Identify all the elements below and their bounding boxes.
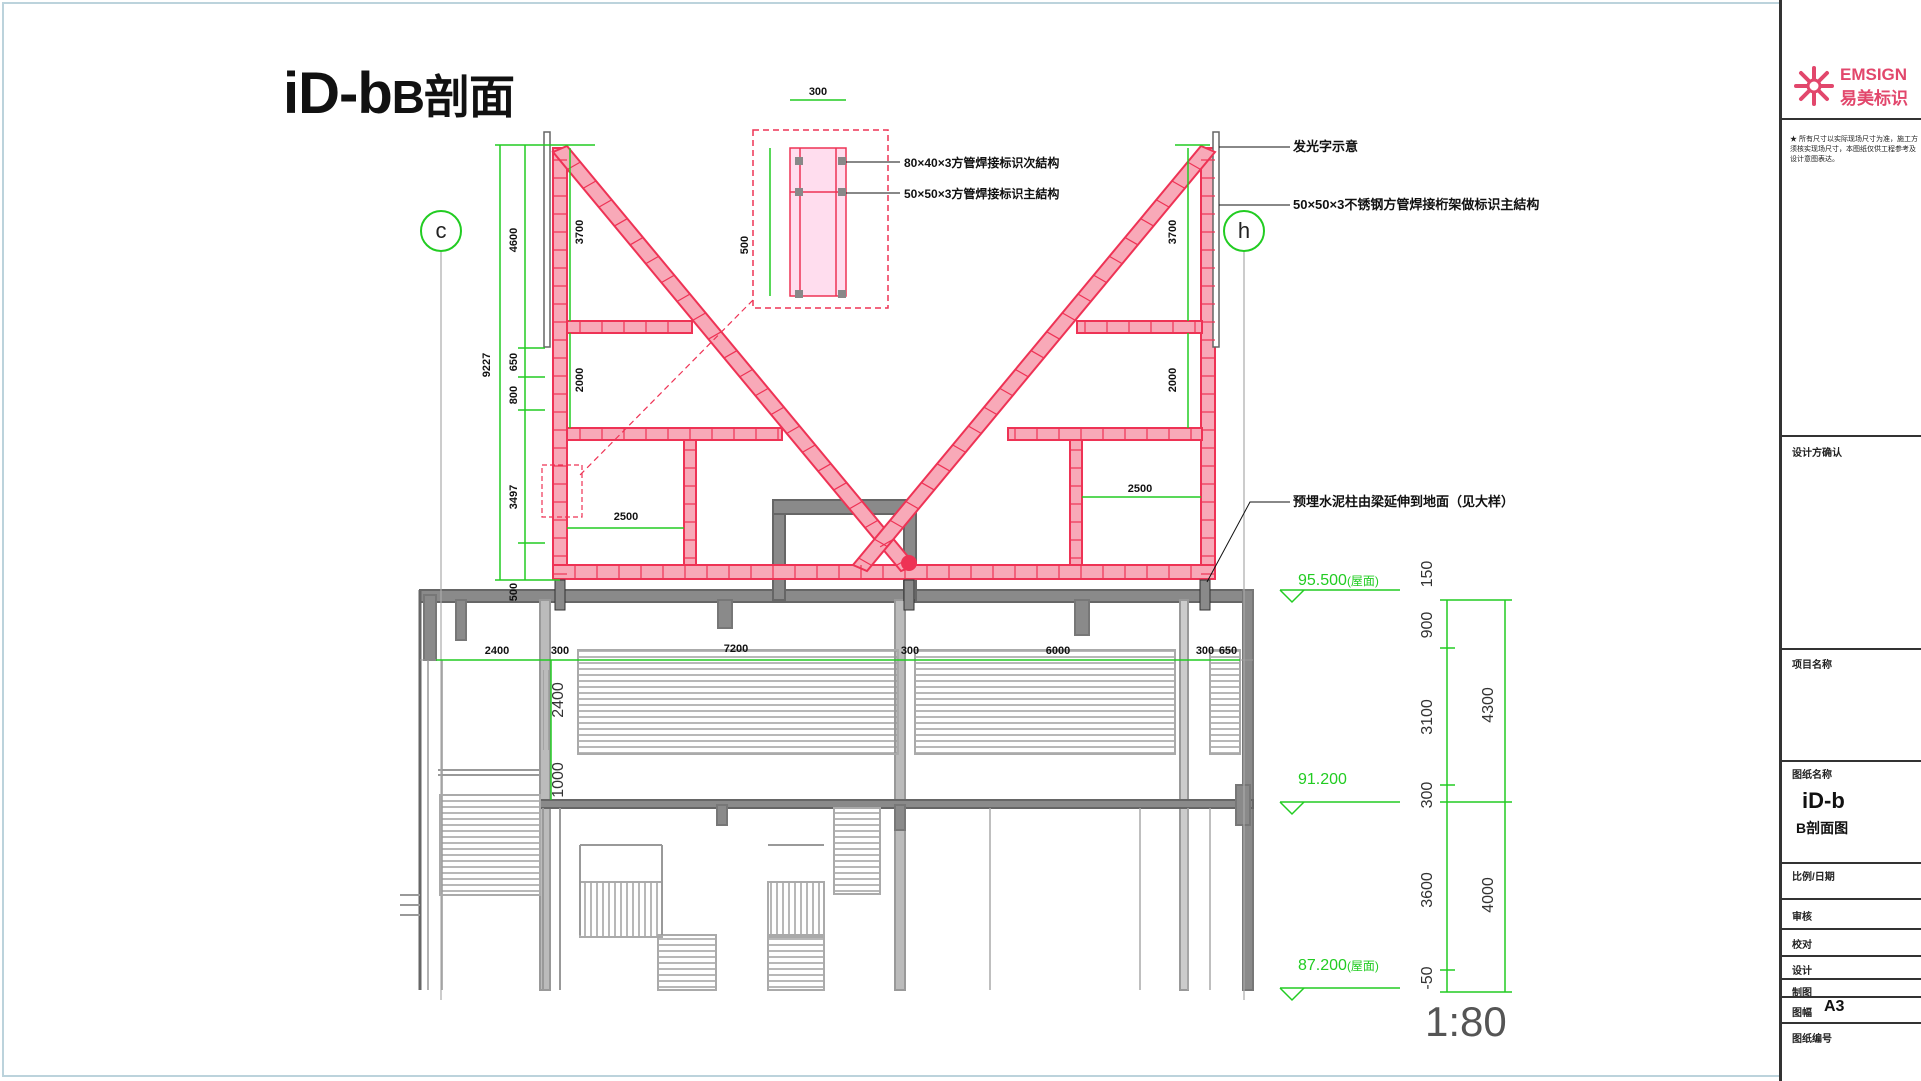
drawing-title: iD-bB剖面 bbox=[283, 60, 515, 127]
detail-width: 300 bbox=[809, 86, 827, 98]
tb-sheet-size-label: 图幅 bbox=[1792, 1008, 1812, 1019]
dim-seg5: 500 bbox=[508, 583, 520, 601]
section-drawing: c h bbox=[400, 86, 1539, 1002]
dim-inner2-right: 2000 bbox=[1167, 368, 1179, 392]
steel-truss bbox=[543, 131, 1220, 580]
vdim-b: 900 bbox=[1419, 612, 1436, 639]
dim-seg4: 3497 bbox=[508, 485, 520, 509]
left-dim-labels: 9227 4600 650 800 3497 500 3700 2000 250… bbox=[481, 220, 1179, 601]
hdim-2: 300 bbox=[551, 645, 569, 657]
dim-span-left: 2500 bbox=[614, 511, 638, 523]
horizontal-dimensions: 2400 300 7200 300 6000 300 650 2400 1000 bbox=[436, 643, 1240, 800]
tb-design: 设计 bbox=[1792, 966, 1812, 977]
left-dimensions bbox=[495, 144, 1210, 581]
title-block-note: ★ 所有尺寸以实际现场尺寸为准，施工方须核实现场尺寸，本图纸仅供工程参考及设计意… bbox=[1790, 136, 1918, 163]
dim-seg2: 650 bbox=[508, 353, 520, 371]
hdim-6: 300 bbox=[1196, 645, 1214, 657]
detail-height: 500 bbox=[739, 236, 751, 254]
tb-drafting: 制图 bbox=[1792, 988, 1812, 999]
vdim-d: 300 bbox=[1419, 782, 1436, 809]
dim-seg1: 4600 bbox=[508, 228, 520, 252]
tb-drawing-name: B剖面图 bbox=[1796, 820, 1849, 836]
drawing-code: iD-b bbox=[283, 61, 393, 126]
tb-drawing-code: iD-b bbox=[1802, 788, 1845, 813]
axis-lines: c h bbox=[420, 210, 1265, 1000]
tb-review: 审核 bbox=[1792, 912, 1812, 923]
callout-glow-text: 发光字示意 bbox=[1292, 139, 1358, 154]
axis-label-c: c bbox=[436, 218, 447, 243]
tb-project-name: 项目名称 bbox=[1792, 660, 1832, 671]
callout-secondary-structure: 80×40×3方管焊接标识次結构 bbox=[904, 155, 1059, 170]
hdim-3: 7200 bbox=[724, 643, 748, 655]
detail-view: 300 500 80×40×3方管焊接标识次結构 50×50×3方管焊接标识主結… bbox=[541, 86, 1059, 518]
axis-label-h: h bbox=[1238, 218, 1250, 243]
scale-label: 1:80 bbox=[1425, 998, 1507, 1045]
tb-drawing-number: 图纸编号 bbox=[1792, 1034, 1832, 1045]
callout-main-structure: 50×50×3方管焊接标识主結构 bbox=[904, 186, 1059, 201]
dim-total: 9227 bbox=[481, 353, 493, 377]
tb-drawing-name-label: 图纸名称 bbox=[1792, 770, 1832, 781]
vdim-g: 4300 bbox=[1480, 687, 1497, 723]
vdim-c: 3100 bbox=[1419, 699, 1436, 735]
hdim-1: 2400 bbox=[485, 645, 509, 657]
dim-inner1-left: 3700 bbox=[574, 220, 586, 244]
tb-client-confirm: 设计方确认 bbox=[1792, 448, 1842, 459]
elev-base: 87.200(屋面) bbox=[1298, 957, 1379, 974]
callout-stainless-frame: 50×50×3不锈钢方管焊接桁架做标识主結构 bbox=[1293, 197, 1539, 212]
elev-mid: 91.200 bbox=[1298, 771, 1347, 788]
dim-inner2-left: 2000 bbox=[574, 368, 586, 392]
floor-dim-2: 1000 bbox=[550, 762, 567, 798]
vdim-e: 3600 bbox=[1419, 872, 1436, 908]
truss-ticks bbox=[553, 159, 1215, 579]
elevation-markers bbox=[1279, 589, 1400, 1002]
hdim-7: 650 bbox=[1219, 645, 1237, 657]
vertical-dim-labels: 150 900 3100 300 3600 -50 4300 4000 bbox=[1419, 561, 1497, 990]
vdim-a: 150 bbox=[1419, 561, 1436, 588]
hdim-4: 300 bbox=[901, 645, 919, 657]
elev-roof: 95.500(屋面) bbox=[1298, 572, 1379, 589]
drawing-subtitle: B剖面 bbox=[391, 71, 515, 123]
logo-text-en: EMSIGN bbox=[1840, 65, 1908, 84]
dim-seg3: 800 bbox=[508, 386, 520, 404]
right-callouts: 发光字示意 50×50×3不锈钢方管焊接桁架做标识主結构 预埋水泥柱由梁延伸到地… bbox=[1206, 139, 1539, 583]
logo-icon bbox=[1794, 66, 1834, 106]
elevation-labels: 95.500(屋面) 91.200 87.200(屋面) bbox=[1298, 572, 1379, 974]
hdim-5: 6000 bbox=[1046, 645, 1070, 657]
tb-sheet-size: A3 bbox=[1824, 998, 1845, 1015]
logo-text-cn: 易美标识 bbox=[1840, 89, 1908, 108]
building-section bbox=[400, 499, 1254, 991]
tb-check: 校对 bbox=[1792, 940, 1812, 951]
dim-inner1-right: 3700 bbox=[1167, 220, 1179, 244]
dim-span-right: 2500 bbox=[1128, 483, 1152, 495]
vdim-h: 4000 bbox=[1480, 877, 1497, 913]
floor-dim-1: 2400 bbox=[550, 682, 567, 718]
vertical-dimensions bbox=[1440, 599, 1512, 993]
tb-scale-date: 比例/日期 bbox=[1792, 872, 1835, 883]
title-block: EMSIGN 易美标识 ★ 所有尺寸以实际现场尺寸为准，施工方须核实现场尺寸，本… bbox=[1779, 0, 1921, 1081]
callout-concrete-column: 预埋水泥柱由梁延伸到地面（见大样） bbox=[1293, 494, 1514, 509]
vdim-f: -50 bbox=[1419, 966, 1436, 989]
